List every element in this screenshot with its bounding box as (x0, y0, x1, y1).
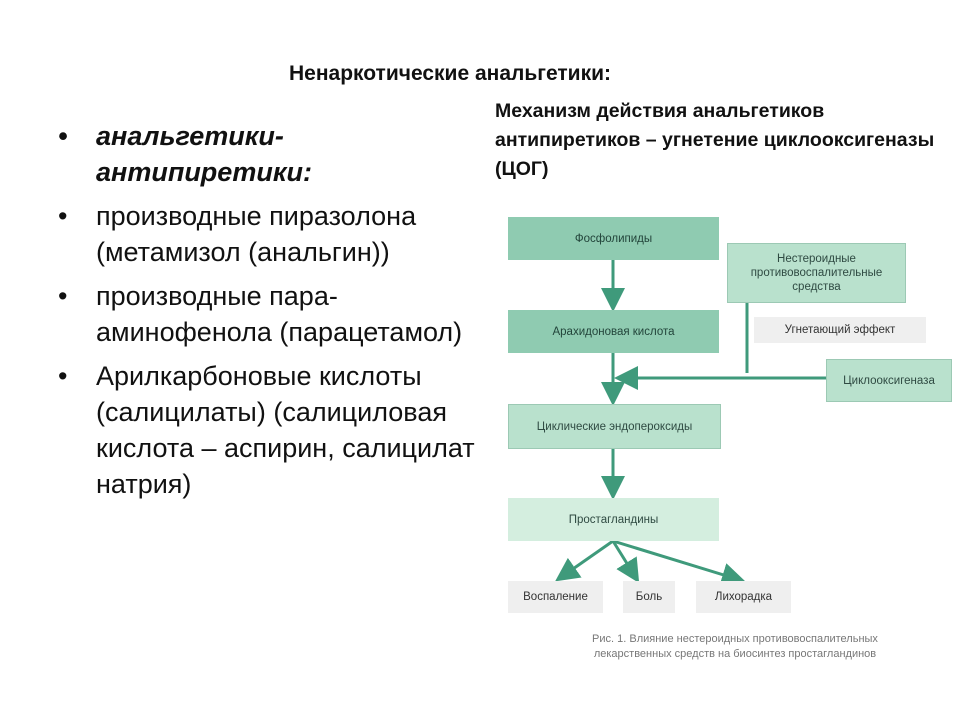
figure-caption: Рис. 1. Влияние нестероидных противовосп… (535, 632, 935, 662)
arrow-to-pain (611, 540, 640, 584)
slide-title: Ненаркотические анальгетики: (288, 62, 612, 85)
nsaid-label-line3: средства (792, 281, 841, 293)
mechanism-heading: Механизм действия анальгетиков антипирет… (495, 100, 935, 180)
bullet-item: • анальгетики-антипиретики: (58, 118, 478, 190)
bullet-item: • производные пиразолона (метамизол (ана… (58, 198, 478, 270)
box-pain: Боль (623, 581, 675, 613)
caption-line1: Рис. 1. Влияние нестероидных противовосп… (592, 633, 878, 645)
arrow-to-fever (612, 539, 746, 587)
bullet-list: • анальгетики-антипиретики: • производны… (58, 118, 478, 510)
box-phospholipids: Фосфолипиды (508, 217, 719, 260)
box-fever: Лихорадка (696, 581, 791, 613)
box-cyclooxygenase: Циклооксигеназа (826, 359, 952, 402)
bullet-dot: • (58, 121, 68, 151)
bullet-text: производные пиразолона (метамизол (аналь… (96, 201, 417, 267)
caption-line2: лекарственных средств на биосинтез прост… (593, 648, 877, 660)
box-inflammation: Воспаление (508, 581, 603, 613)
bullet-text: производные пара-аминофенола (парацетамо… (96, 281, 463, 347)
arrow-to-inflammation (555, 539, 614, 582)
box-prostaglandins: Простагландины (508, 498, 719, 541)
bullet-text: Арилкарбоновые кислоты (салицилаты) (сал… (96, 361, 475, 499)
box-nsaid: Нестероидные противовоспалительные средс… (727, 243, 906, 303)
box-inhibiting-effect: Угнетающий эффект (754, 317, 926, 343)
bullet-text: анальгетики-антипиретики: (96, 121, 312, 187)
bullet-item: • производные пара-аминофенола (парацета… (58, 278, 478, 350)
box-arachidonic-acid: Арахидоновая кислота (508, 310, 719, 353)
nsaid-label-line2: противовоспалительные (750, 267, 883, 279)
nsaid-label-line1: Нестероидные (777, 253, 856, 265)
bullet-dot: • (58, 201, 68, 231)
bullet-dot: • (58, 361, 68, 391)
bullet-dot: • (58, 281, 68, 311)
bullet-item: • Арилкарбоновые кислоты (салицилаты) (с… (58, 358, 478, 502)
box-cyclic-endoperoxides: Циклические эндопероксиды (508, 404, 721, 449)
